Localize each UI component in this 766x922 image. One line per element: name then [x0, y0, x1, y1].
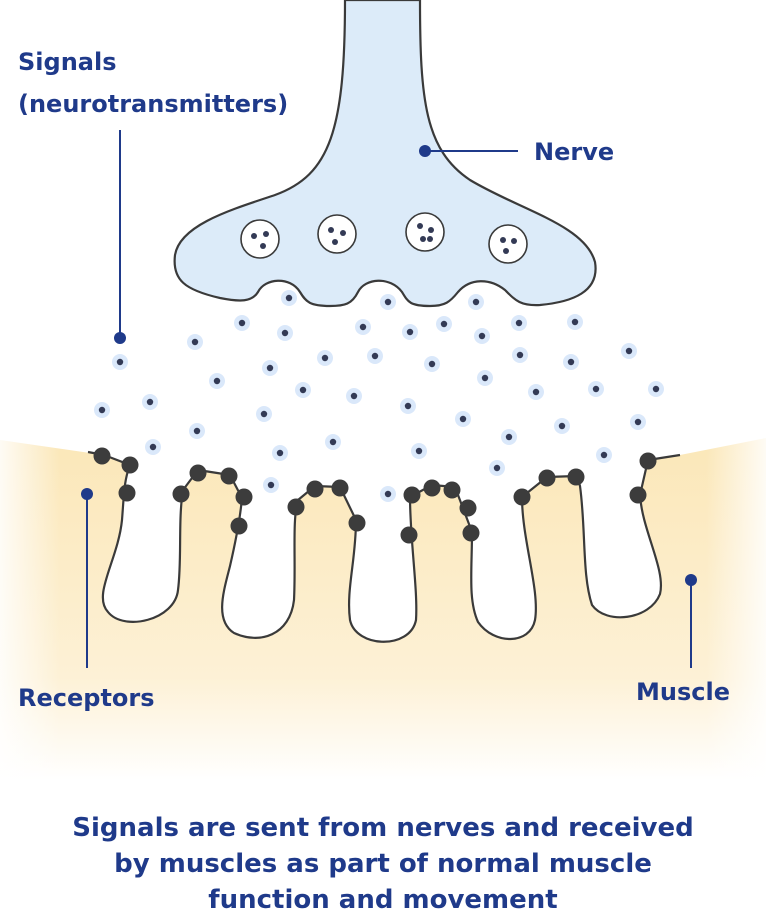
signal-dot: [512, 347, 528, 363]
muscle-tissue: [0, 430, 766, 790]
receptor: [629, 486, 647, 504]
muscle-label: Muscle: [636, 678, 730, 706]
signal-dot: [563, 354, 579, 370]
signal-dot: [455, 411, 471, 427]
neurotransmitter-signals: [94, 290, 664, 502]
signal-dot: [477, 370, 493, 386]
nerve-body: [173, 0, 597, 308]
muscle-membrane: [87, 450, 681, 643]
signal-dot: [142, 394, 158, 410]
receptor: [639, 452, 657, 470]
signal-dot: [317, 350, 333, 366]
signal-dot: [189, 423, 205, 439]
receptor: [423, 479, 441, 497]
signal-dot: [295, 382, 311, 398]
signal-dot: [474, 328, 490, 344]
signal-dot: [367, 348, 383, 364]
vesicle: [240, 219, 280, 259]
muscle-body: [0, 438, 766, 780]
caption-line-3: function and movement: [208, 885, 558, 915]
receptor: [513, 488, 531, 506]
signal-dot: [648, 381, 664, 397]
signal-dot: [187, 334, 203, 350]
signal-dot: [145, 439, 161, 455]
receptor: [230, 517, 248, 535]
caption-line-2: by muscles as part of normal muscle: [114, 849, 652, 879]
signal-dot: [511, 315, 527, 331]
receptor: [235, 488, 253, 506]
signal-dot: [263, 477, 279, 493]
vesicle: [488, 224, 528, 264]
signal-dot: [554, 418, 570, 434]
receptor: [443, 481, 461, 499]
nerve-terminal: [173, 0, 597, 308]
signal-dot: [567, 314, 583, 330]
receptor: [287, 498, 305, 516]
vesicle: [317, 214, 357, 254]
receptor: [403, 486, 421, 504]
signal-dot: [272, 445, 288, 461]
receptor: [348, 514, 366, 532]
signal-dot: [501, 429, 517, 445]
caption: Signals are sent from nerves and receive…: [0, 810, 766, 918]
signal-dot: [346, 388, 362, 404]
nerve-leader-dot: [419, 145, 431, 157]
signal-dot: [528, 384, 544, 400]
receptors-leader-dot: [81, 488, 93, 500]
signal-dot: [355, 319, 371, 335]
receptor: [306, 480, 324, 498]
receptor-group: [93, 447, 657, 544]
signal-dot: [281, 290, 297, 306]
signal-dot: [256, 406, 272, 422]
signal-dot: [424, 356, 440, 372]
signal-dot: [468, 294, 484, 310]
receptor: [93, 447, 111, 465]
signal-dot: [112, 354, 128, 370]
signal-dot: [380, 486, 396, 502]
signal-dot: [277, 325, 293, 341]
receptor: [462, 524, 480, 542]
receptor: [172, 485, 190, 503]
signal-dot: [325, 434, 341, 450]
signal-dot: [621, 343, 637, 359]
receptor: [567, 468, 585, 486]
receptor: [118, 484, 136, 502]
signal-dot: [411, 443, 427, 459]
signals-label: Signals: [18, 48, 116, 76]
receptor: [331, 479, 349, 497]
signal-dot: [630, 414, 646, 430]
signal-dot: [436, 316, 452, 332]
signals-label-sub: (neurotransmitters): [18, 90, 288, 118]
signal-dot: [380, 294, 396, 310]
receptor: [400, 526, 418, 544]
leader-lines: [81, 130, 697, 668]
receptors-label: Receptors: [18, 684, 155, 712]
muscle-leader-dot: [685, 574, 697, 586]
signal-dot: [489, 460, 505, 476]
signal-dot: [209, 373, 225, 389]
caption-line-1: Signals are sent from nerves and receive…: [72, 813, 694, 843]
vesicle: [405, 212, 445, 252]
signal-dot: [596, 447, 612, 463]
signals-leader-dot: [114, 332, 126, 344]
nerve-label: Nerve: [534, 138, 614, 166]
signal-dot: [234, 315, 250, 331]
signal-dot: [588, 381, 604, 397]
signal-dot: [94, 402, 110, 418]
receptor: [189, 464, 207, 482]
receptor: [459, 499, 477, 517]
receptor: [538, 469, 556, 487]
receptor: [220, 467, 238, 485]
signal-dot: [262, 360, 278, 376]
signal-dot: [400, 398, 416, 414]
receptor: [121, 456, 139, 474]
signal-dot: [402, 324, 418, 340]
